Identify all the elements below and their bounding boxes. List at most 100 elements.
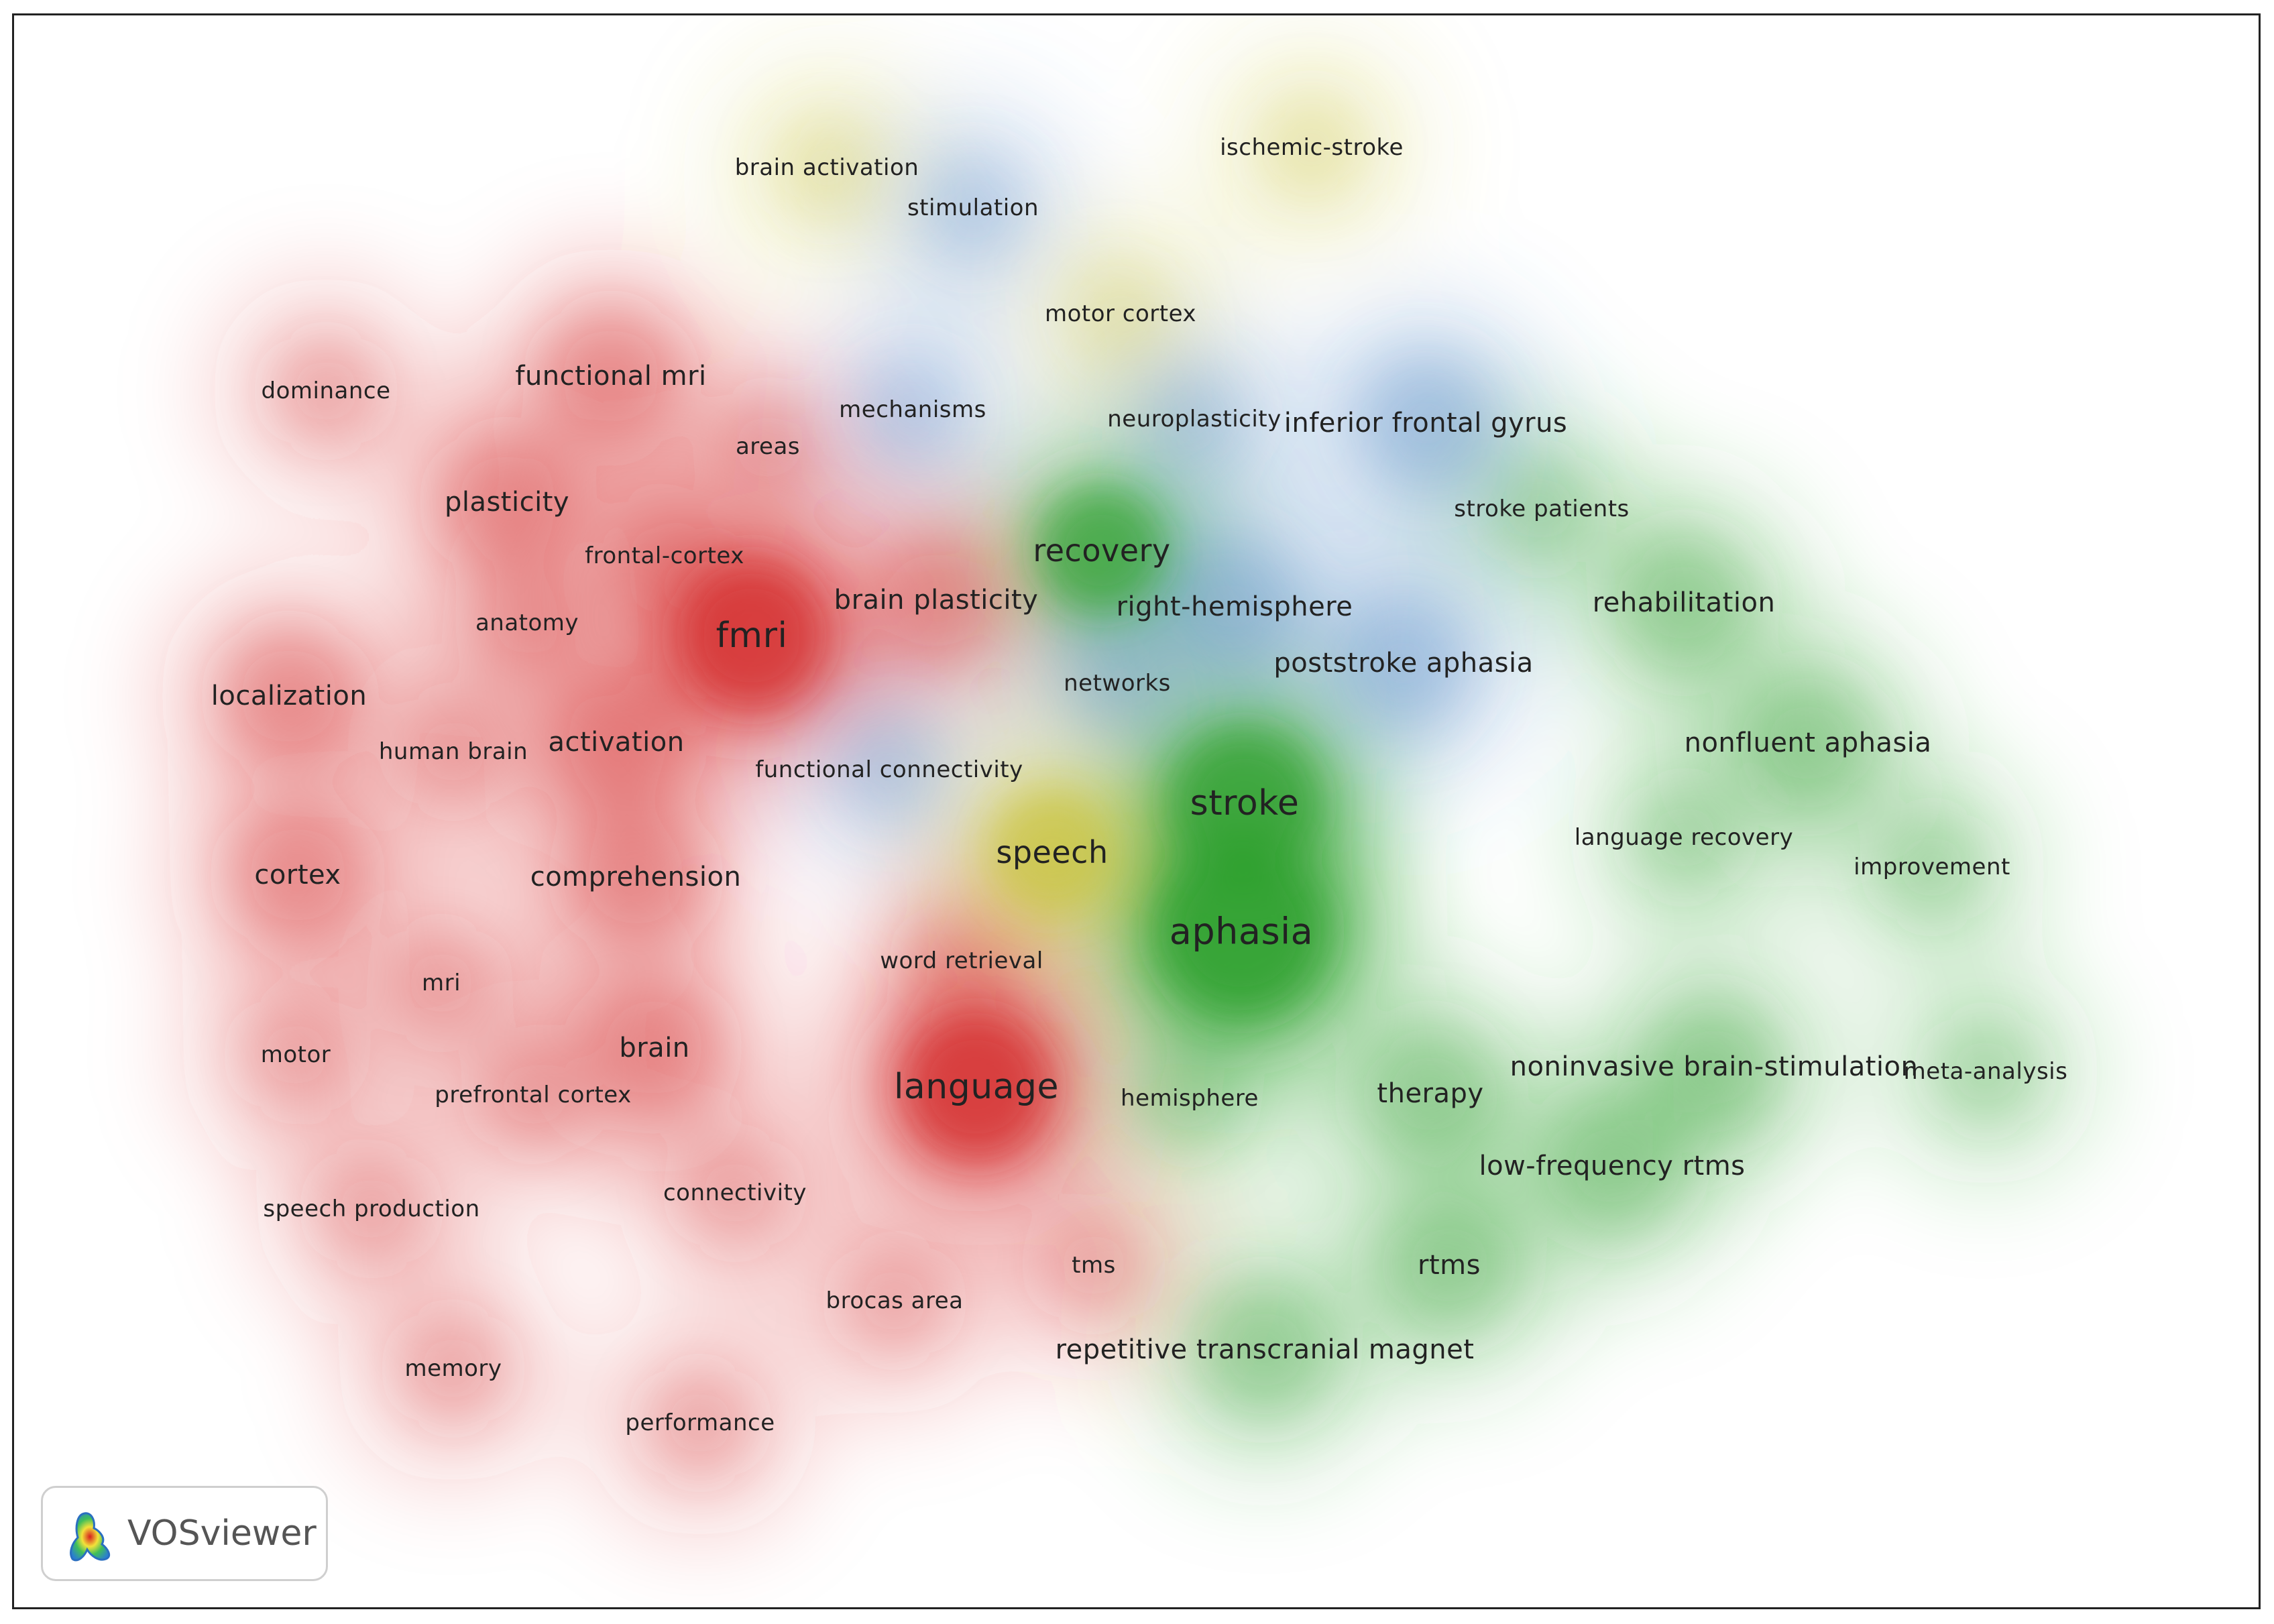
density-core-neuroplasticity — [1139, 364, 1249, 474]
density-core-rehabilitation — [1614, 533, 1754, 673]
density-core-performance — [645, 1368, 755, 1478]
density-core-hemisphere — [1135, 1043, 1245, 1153]
term-label-comprehension: comprehension — [530, 862, 742, 892]
term-label-motor-cortex: motor cortex — [1044, 300, 1197, 327]
term-label-language: language — [893, 1067, 1060, 1107]
vosviewer-logo-icon — [70, 1512, 111, 1562]
term-label-functional-mri: functional mri — [515, 361, 707, 392]
term-label-rtms: rtms — [1418, 1250, 1481, 1281]
density-core-ischemic-stroke — [1257, 93, 1367, 202]
term-label-low-frequency-rtms: low-frequency rtms — [1479, 1151, 1746, 1181]
term-label-stimulation: stimulation — [907, 194, 1039, 221]
density-core-brain-plasticity — [866, 530, 1006, 670]
density-core-improvement — [1877, 812, 1987, 922]
term-label-nonfluent-aphasia: nonfluent aphasia — [1684, 728, 1932, 758]
vosviewer-logo: VOSviewer — [41, 1486, 328, 1581]
density-core-networks — [1062, 628, 1172, 738]
density-core-meta-analysis — [1931, 1017, 2041, 1126]
term-label-brain-plasticity: brain plasticity — [834, 585, 1039, 616]
density-core-prefrontal-cortex — [478, 1040, 588, 1150]
density-core-poststroke-aphasia — [1334, 593, 1473, 733]
term-label-poststroke-aphasia: poststroke aphasia — [1273, 648, 1534, 679]
density-core-brocas-area — [840, 1246, 950, 1356]
density-core-nonfluent-aphasia — [1738, 673, 1878, 813]
term-label-speech-production: speech production — [263, 1196, 480, 1222]
density-core-brain — [585, 978, 724, 1118]
density-core-right-hemisphere — [1165, 537, 1304, 677]
density-core-memory — [398, 1314, 508, 1424]
term-label-ischemic-stroke: ischemic-stroke — [1220, 134, 1404, 161]
term-label-meta-analysis: meta-analysis — [1903, 1058, 2068, 1085]
density-core-inferior-frontal-gyrus — [1356, 353, 1495, 493]
density-core-connectivity — [680, 1138, 790, 1248]
density-peak-speech — [993, 793, 1111, 911]
term-label-prefrontal-cortex: prefrontal cortex — [435, 1082, 632, 1108]
density-peak-recovery — [1043, 491, 1161, 610]
term-label-inferior-frontal-gyrus: inferior frontal gyrus — [1284, 408, 1568, 439]
density-core-speech-production — [317, 1154, 427, 1264]
term-label-noninvasive-brain-stimulation: noninvasive brain-stimulation — [1510, 1051, 1919, 1082]
term-label-word-retrieval: word retrieval — [880, 947, 1043, 974]
density-core-dominance — [271, 336, 381, 446]
term-label-networks: networks — [1064, 670, 1171, 697]
term-label-mri: mri — [421, 970, 461, 996]
term-label-brain-activation: brain activation — [734, 154, 919, 181]
term-label-mechanisms: mechanisms — [839, 396, 986, 423]
term-label-brain: brain — [619, 1033, 690, 1063]
density-peak-fmri — [682, 566, 821, 705]
term-label-activation: activation — [548, 727, 685, 758]
density-core-motor-cortex — [1066, 259, 1176, 369]
density-core-comprehension — [566, 807, 705, 947]
density-core-stimulation — [918, 153, 1028, 263]
density-core-functional-mri — [541, 306, 681, 446]
density-core-motor — [241, 1000, 351, 1110]
term-label-memory: memory — [404, 1355, 502, 1382]
term-label-fmri: fmri — [716, 616, 788, 656]
density-core-functional-connectivity — [834, 715, 944, 825]
density-core-rtms — [1379, 1196, 1519, 1335]
term-label-areas: areas — [735, 433, 801, 460]
density-core-activation — [547, 673, 686, 812]
density-core-cortex — [228, 805, 367, 945]
density-core-localization — [219, 626, 359, 766]
term-label-language-recovery: language recovery — [1574, 824, 1794, 851]
density-peak-stroke — [1175, 734, 1314, 873]
term-label-localization: localization — [211, 681, 367, 711]
term-label-brocas-area: brocas area — [826, 1287, 964, 1314]
term-label-dominance: dominance — [261, 378, 391, 404]
term-label-functional-connectivity: functional connectivity — [755, 756, 1023, 783]
density-core-anatomy — [472, 568, 582, 678]
density-peak-aphasia — [1161, 851, 1322, 1012]
term-label-aphasia: aphasia — [1169, 910, 1314, 953]
density-core-brain-activation — [772, 113, 882, 223]
term-label-rehabilitation: rehabilitation — [1592, 587, 1776, 618]
density-peak-language — [907, 1017, 1046, 1157]
density-map — [159, 32, 2101, 1538]
term-label-improvement: improvement — [1854, 854, 2010, 880]
term-label-frontal-cortex: frontal-cortex — [585, 542, 744, 569]
density-map-frame: brain activation stimulation ischemic-stro… — [12, 13, 2261, 1609]
density-core-mri — [386, 928, 496, 1038]
density-core-language-recovery — [1629, 782, 1739, 892]
term-label-performance: performance — [625, 1409, 775, 1436]
density-core-word-retrieval — [907, 906, 1017, 1016]
term-label-human-brain: human brain — [378, 738, 528, 765]
density-core-areas — [713, 392, 823, 502]
term-label-anatomy: anatomy — [475, 610, 579, 636]
density-core-human-brain — [398, 697, 508, 807]
term-label-therapy: therapy — [1377, 1078, 1484, 1109]
term-labels: brain activation stimulation ischemic-stro… — [14, 15, 2259, 1607]
term-label-recovery: recovery — [1033, 532, 1171, 569]
density-core-tms — [1039, 1210, 1149, 1320]
term-label-hemisphere: hemisphere — [1121, 1085, 1259, 1112]
term-label-plasticity: plasticity — [444, 487, 570, 518]
term-label-motor: motor — [260, 1041, 331, 1068]
term-label-repetitive-transcranial-magnet: repetitive transcranial magnet — [1055, 1334, 1475, 1365]
vosviewer-logo-text: VOSviewer — [127, 1513, 317, 1554]
term-label-stroke-patients: stroke patients — [1454, 496, 1630, 522]
term-label-speech: speech — [996, 834, 1108, 870]
density-core-therapy — [1361, 1024, 1500, 1163]
term-label-tms: tms — [1072, 1252, 1116, 1279]
density-core-plasticity — [437, 432, 577, 572]
term-label-cortex: cortex — [254, 860, 341, 890]
